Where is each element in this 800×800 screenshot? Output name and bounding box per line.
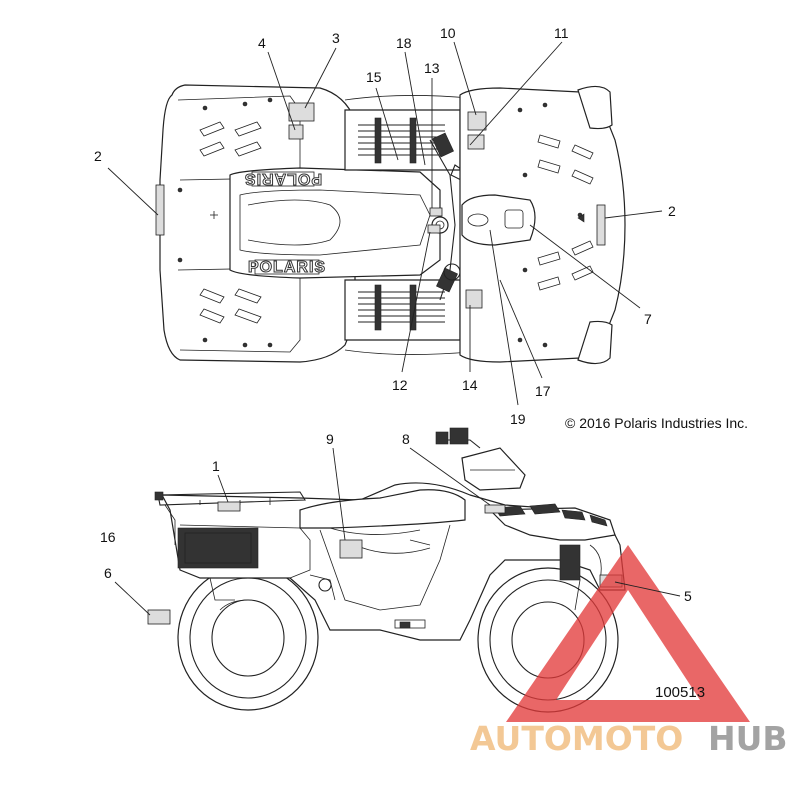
footrest-bottom bbox=[358, 284, 445, 331]
front-rack-slots bbox=[537, 134, 594, 291]
callout-3: 3 bbox=[332, 30, 340, 46]
callout-18: 18 bbox=[396, 35, 412, 51]
callout-14: 14 bbox=[462, 377, 478, 393]
watermark-triangle-logo bbox=[506, 545, 750, 722]
callout-8: 8 bbox=[402, 431, 410, 447]
svg-text:POLARIS: POLARIS bbox=[244, 170, 322, 187]
watermark-hub-text: HUB bbox=[708, 719, 788, 758]
callout-numbers: 4 3 18 10 11 13 15 2 2 7 17 12 14 19 © 2… bbox=[94, 25, 748, 701]
callout-9: 9 bbox=[326, 431, 334, 447]
callout-6: 6 bbox=[104, 565, 112, 581]
decal-8-side bbox=[484, 504, 506, 514]
decal-9-side bbox=[339, 539, 363, 559]
decal-11-top bbox=[467, 134, 485, 150]
callout-1: 1 bbox=[212, 458, 220, 474]
svg-text:POLARIS: POLARIS bbox=[248, 259, 326, 276]
polaris-logo-bottom: POLARIS bbox=[247, 259, 326, 277]
callout-13: 13 bbox=[424, 60, 440, 76]
decal-4-top bbox=[288, 124, 304, 140]
callout-16: 16 bbox=[100, 529, 116, 545]
rear-rack-slots bbox=[199, 121, 262, 324]
callout-2-rear: 2 bbox=[94, 148, 102, 164]
leader-lines bbox=[107, 41, 681, 616]
callout-7: 7 bbox=[644, 311, 652, 327]
polaris-logo-top: POLARIS bbox=[243, 170, 322, 188]
atv-top-view: POLARIS POLARIS bbox=[155, 84, 626, 365]
callout-19: 19 bbox=[510, 411, 526, 427]
callout-15: 15 bbox=[366, 69, 382, 85]
copyright-text: © 2016 Polaris Industries Inc. bbox=[565, 415, 748, 431]
decal-14-top bbox=[465, 289, 483, 309]
decal-12-top bbox=[427, 224, 441, 234]
rear-rack-side bbox=[154, 491, 306, 545]
callout-11: 11 bbox=[554, 25, 569, 41]
decal-10-top bbox=[467, 111, 487, 131]
decal-13-top bbox=[429, 207, 443, 217]
callout-10: 10 bbox=[440, 25, 456, 41]
footrest-top bbox=[358, 117, 445, 164]
automotohub-watermark: AUTOMOTO HUB bbox=[470, 545, 788, 758]
decal-3-top bbox=[288, 102, 315, 122]
decal-6-side bbox=[147, 609, 171, 625]
part-number: 100513 bbox=[655, 684, 705, 701]
callout-12: 12 bbox=[392, 377, 408, 393]
callout-17: 17 bbox=[535, 383, 551, 399]
watermark-auto-text: AUTOMOTO bbox=[470, 719, 683, 758]
callout-5: 5 bbox=[684, 588, 692, 604]
callout-2-front: 2 bbox=[668, 203, 676, 219]
decal-1-side bbox=[217, 501, 241, 512]
callout-4: 4 bbox=[258, 35, 266, 51]
